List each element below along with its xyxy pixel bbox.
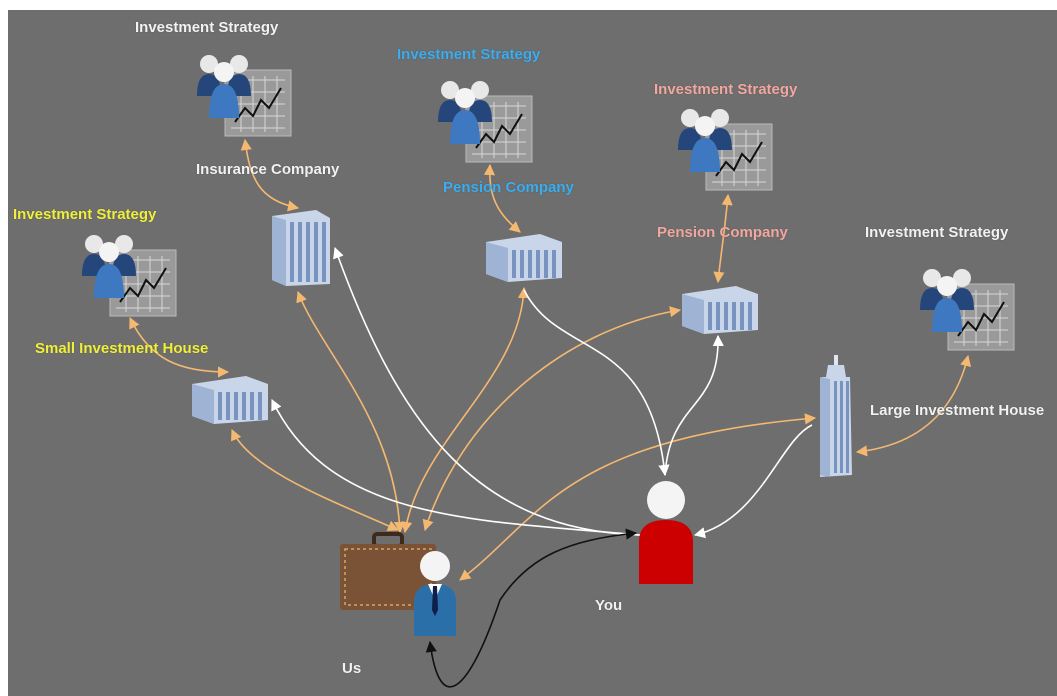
- us-label: Us: [342, 660, 362, 677]
- you-label: You: [595, 597, 623, 614]
- arrow-us-small-house: [231, 428, 400, 532]
- strategy-right-label: Investment Strategy: [865, 224, 1009, 241]
- strategy-pink-label: Investment Strategy: [654, 81, 798, 98]
- investment-strategy-icon: [438, 81, 533, 163]
- arrow-large-house-strategy: [855, 354, 972, 457]
- small-investment-house-label: Small Investment House: [35, 340, 209, 357]
- investment-strategy-icon: [920, 269, 1015, 351]
- office-building-icon: [486, 234, 562, 282]
- office-building-icon: [192, 376, 268, 424]
- investment-strategy-icon: [82, 235, 177, 317]
- businessman-icon: [414, 551, 456, 636]
- arrow-us-pension-blue: [401, 286, 530, 534]
- arrow-large-house-you: [693, 424, 813, 539]
- pension-company-pink-label: Pension Company: [657, 224, 788, 241]
- pension-company-blue-label: Pension Company: [443, 179, 574, 196]
- strategy-left-label: Investment Strategy: [13, 206, 157, 223]
- arrow-you-insurance: [333, 246, 641, 536]
- arrow-you-small-house: [271, 398, 641, 536]
- strategy-blue-label: Investment Strategy: [397, 46, 541, 63]
- office-building-icon: [272, 210, 330, 286]
- arrow-us-you: [425, 528, 638, 688]
- investment-strategy-icon: [678, 109, 773, 191]
- arrow-pension-blue-you: [523, 289, 670, 477]
- person-icon: [639, 481, 693, 584]
- large-investment-house-label: Large Investment House: [870, 402, 1045, 419]
- arrow-us-pension-pink: [422, 306, 682, 532]
- arrow-us-insurance: [296, 290, 406, 534]
- insurance-company-label: Insurance Company: [196, 161, 340, 178]
- arrow-small-house-strategy: [129, 316, 230, 378]
- arrow-insurance-strategy: [240, 138, 300, 212]
- office-building-icon: [682, 286, 758, 334]
- strategy-top-label: Investment Strategy: [135, 19, 279, 36]
- skyscraper-icon: [820, 355, 852, 477]
- investment-strategy-icon: [197, 55, 292, 137]
- arrow-you-pension-pink: [664, 334, 724, 476]
- arrow-pension-pink-strategy: [713, 193, 733, 284]
- arrow-pension-blue-strategy: [483, 163, 521, 233]
